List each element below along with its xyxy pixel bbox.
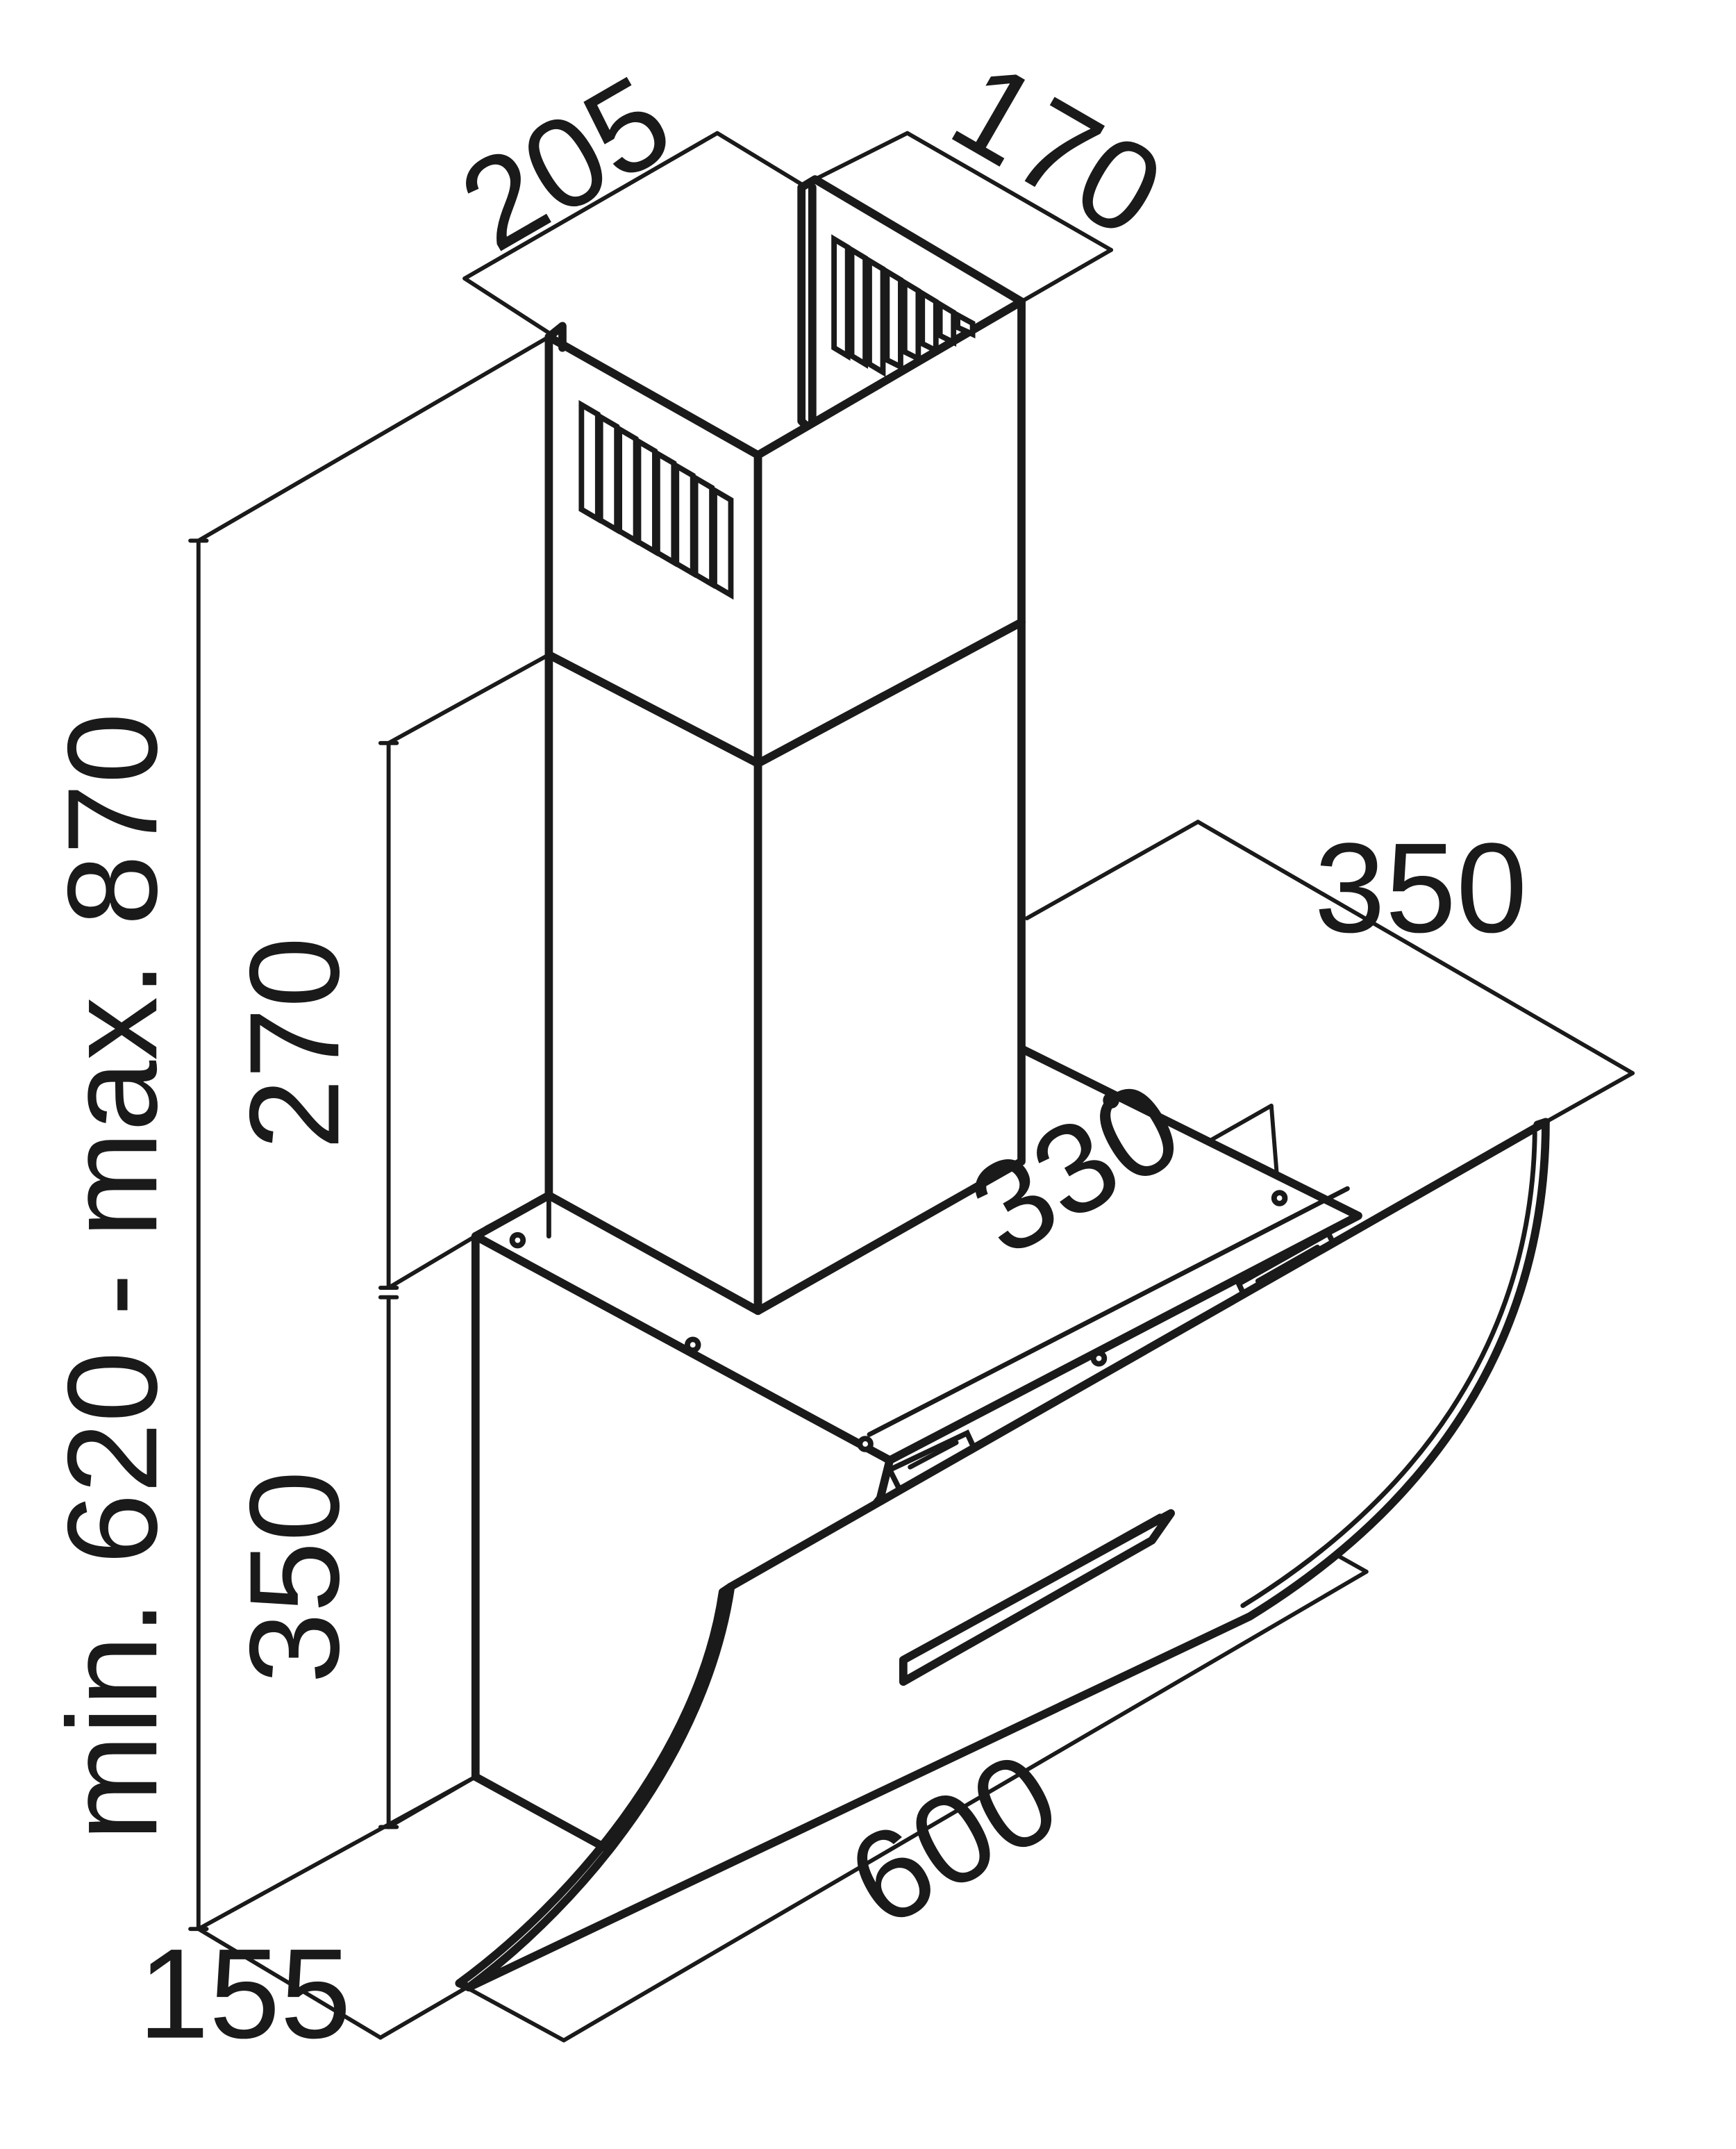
screw-hole <box>1271 1190 1288 1206</box>
screw-hole <box>1090 1350 1108 1367</box>
dim-total-height: min. 620 - max. 870 <box>41 713 183 1841</box>
dim-chimney-depth: 170 <box>930 34 1185 264</box>
dim-upper-chimney-height: 270 <box>223 937 365 1150</box>
vent-grille <box>578 400 734 600</box>
vent-grille <box>831 234 976 377</box>
dim-base-depth: 155 <box>138 1923 351 2065</box>
upper-chimney-right <box>753 297 1026 768</box>
screw-hole <box>1103 1092 1119 1109</box>
lower-chimney-left <box>544 650 762 1316</box>
screw-hole <box>857 1436 874 1452</box>
screw-hole <box>509 1231 526 1249</box>
dim-canopy-depth: 350 <box>1314 817 1528 959</box>
dim-chimney-width: 205 <box>437 48 693 278</box>
glass-canopy <box>455 1118 1550 1992</box>
screw-hole <box>684 1336 701 1353</box>
canopy-panel <box>465 1118 1550 1992</box>
dim-body-height: 350 <box>223 1470 365 1684</box>
chimney <box>544 175 1026 1316</box>
